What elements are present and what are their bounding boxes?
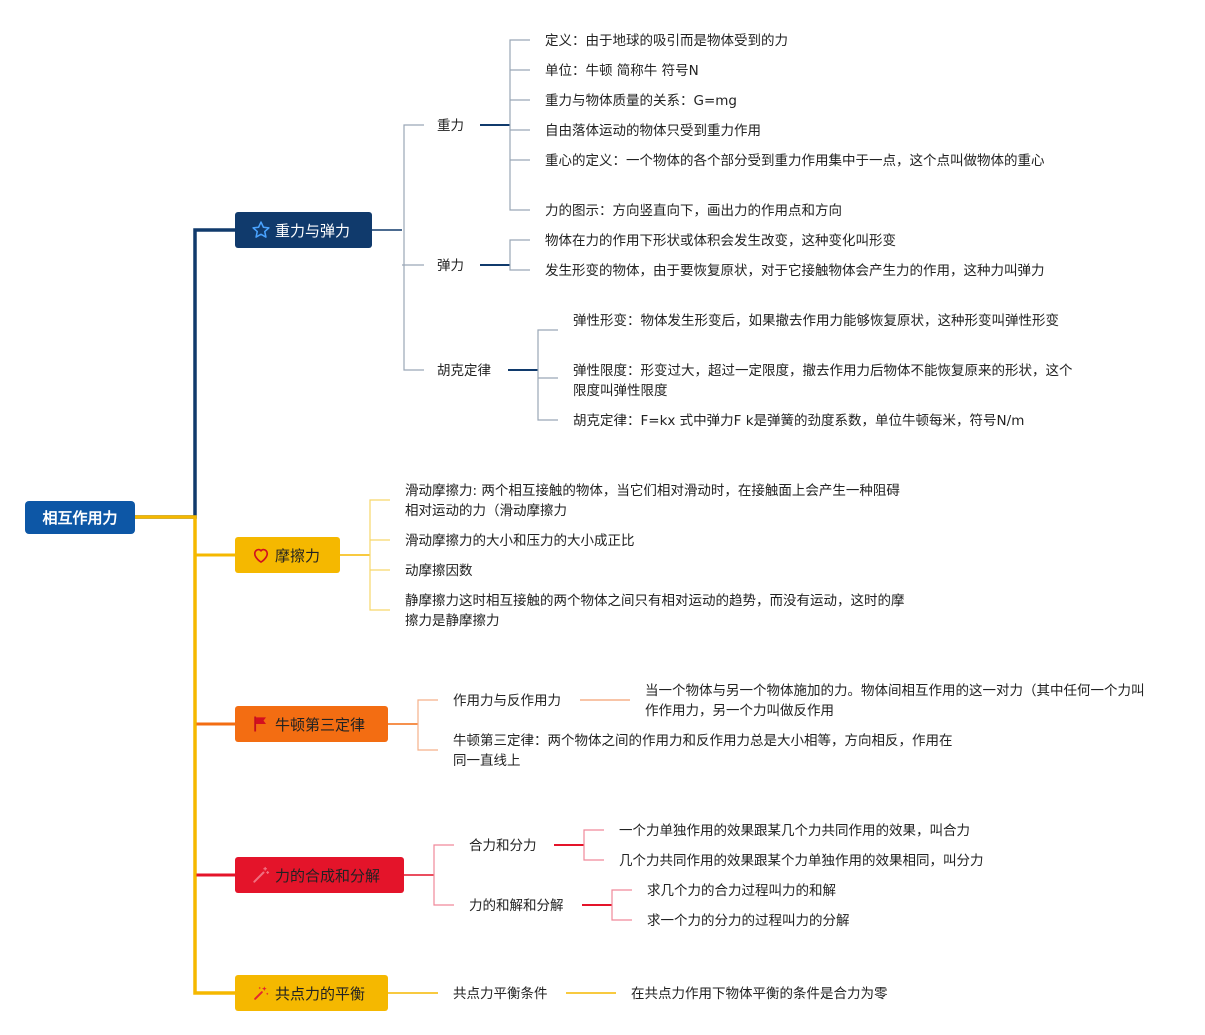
root-label: 相互作用力 <box>42 509 118 527</box>
item[interactable]: 重力与物体质量的关系：G=mg <box>545 93 737 109</box>
branch-concurrent-equilibrium[interactable]: 共点力的平衡 <box>235 975 388 1011</box>
item[interactable]: 求一个力的分力的过程叫力的分解 <box>647 913 850 929</box>
sub-hooke[interactable]: 胡克定律 <box>437 363 491 379</box>
heart-icon <box>253 548 269 563</box>
sparkle-wand-icon <box>254 986 269 1000</box>
item[interactable]: 重心的定义：一个物体的各个部分受到重力作用集中于一点，这个点叫做物体的重心 <box>545 153 1045 169</box>
branch-newton-third-law[interactable]: 牛顿第三定律 <box>235 706 388 742</box>
item[interactable]: 求几个力的合力过程叫力的和解 <box>647 883 836 899</box>
item[interactable]: 物体在力的作用下形状或体积会发生改变，这种变化叫形变 <box>545 233 896 249</box>
item[interactable]: 当一个物体与另一个物体施加的力。物体间相互作用的这一对力（其中任何一个力叫作作用… <box>645 683 1145 719</box>
item[interactable]: 力的图示：方向竖直向下，画出力的作用点和方向 <box>545 203 842 219</box>
root-node[interactable]: 相互作用力 <box>25 501 135 534</box>
sub-newton-statement[interactable]: 牛顿第三定律：两个物体之间的作用力和反作用力总是大小相等，方向相反，作用在同一直… <box>453 733 953 769</box>
sub-equilibrium-condition[interactable]: 共点力平衡条件 <box>453 986 548 1002</box>
sub-elasticity[interactable]: 弹力 <box>437 258 464 274</box>
item[interactable]: 几个力共同作用的效果跟某个力单独作用的效果相同，叫分力 <box>619 853 984 869</box>
branch-label: 牛顿第三定律 <box>275 715 366 734</box>
sub-resultant-component[interactable]: 合力和分力 <box>469 838 537 854</box>
item[interactable]: 静摩擦力这时相互接触的两个物体之间只有相对运动的趋势，而没有运动，这时的摩擦力是… <box>405 593 905 629</box>
item[interactable]: 弹性形变：物体发生形变后，如果撤去作用力能够恢复原状，这种形变叫弹性形变 <box>573 313 1059 329</box>
branch-gravity-elasticity[interactable]: 重力与弹力 <box>235 212 372 248</box>
item[interactable]: 自由落体运动的物体只受到重力作用 <box>545 123 761 139</box>
item[interactable]: 在共点力作用下物体平衡的条件是合力为零 <box>631 986 888 1002</box>
star-icon <box>252 221 270 238</box>
item[interactable]: 一个力单独作用的效果跟某几个力共同作用的效果，叫合力 <box>619 823 970 839</box>
sub-synthesis-decomposition[interactable]: 力的和解和分解 <box>469 898 564 914</box>
item[interactable]: 动摩擦因数 <box>405 563 473 579</box>
branch-label: 共点力的平衡 <box>275 984 366 1003</box>
item[interactable]: 滑动摩擦力: 两个相互接触的物体，当它们相对滑动时，在接触面上会产生一种阻碍相对… <box>405 483 900 519</box>
branch-label: 摩擦力 <box>275 546 321 565</box>
item[interactable]: 弹性限度：形变过大，超过一定限度，撤去作用力后物体不能恢复原来的形状，这个限度叫… <box>573 363 1073 399</box>
item[interactable]: 单位：牛顿 简称牛 符号N <box>545 63 699 79</box>
item[interactable]: 滑动摩擦力的大小和压力的大小成正比 <box>405 533 635 549</box>
sub-action-reaction[interactable]: 作用力与反作用力 <box>453 693 561 709</box>
item[interactable]: 定义：由于地球的吸引而是物体受到的力 <box>545 33 788 49</box>
branch-label: 重力与弹力 <box>275 221 351 240</box>
branch-composition-decomposition[interactable]: 力的合成和分解 <box>235 857 404 893</box>
item[interactable]: 胡克定律：F=kx 式中弹力F k是弹簧的劲度系数，单位牛顿每米，符号N/m <box>573 413 1025 429</box>
flag-icon <box>254 716 266 732</box>
branch-label: 力的合成和分解 <box>275 866 381 885</box>
sub-gravity[interactable]: 重力 <box>437 118 464 134</box>
branch-friction[interactable]: 摩擦力 <box>235 537 340 573</box>
item[interactable]: 发生形变的物体，由于要恢复原状，对于它接触物体会产生力的作用，这种力叫弹力 <box>545 263 1045 279</box>
wand-icon <box>253 866 270 883</box>
